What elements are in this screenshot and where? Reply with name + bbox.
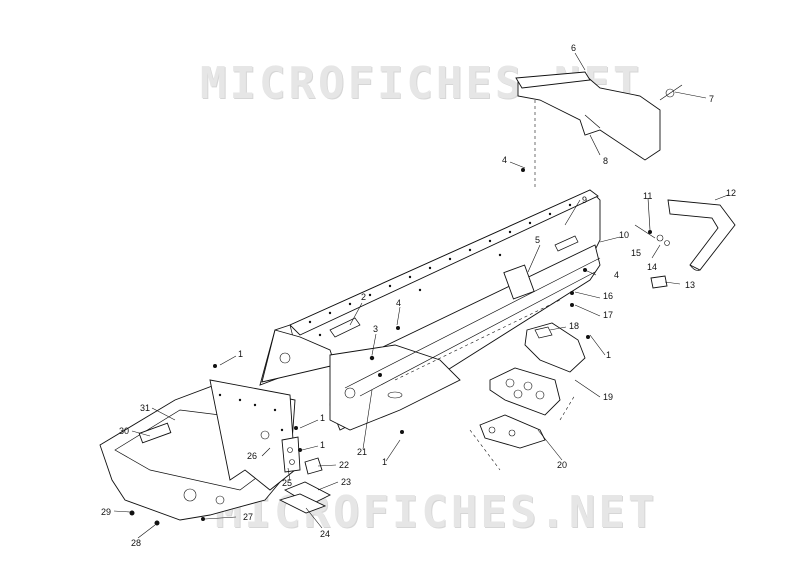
callout-12: 12: [726, 188, 736, 198]
callout-1: 1: [238, 349, 243, 359]
front-bulkhead-assembly: [99, 379, 331, 521]
callout-1: 1: [382, 457, 387, 467]
callout-8: 8: [603, 156, 608, 166]
tunnel-top-edge: [289, 189, 599, 336]
tunnel-slot-left: [329, 317, 361, 338]
callout-13: 13: [685, 280, 695, 290]
tunnel-bracket: [503, 264, 535, 300]
callout-17: 17: [603, 310, 613, 320]
bumper-cap: [650, 275, 668, 289]
tunnel-assembly: [259, 189, 601, 431]
callout-22: 22: [339, 460, 349, 470]
callout-1: 1: [320, 413, 325, 423]
front-bulkhead: [209, 379, 296, 491]
pan-slot: [138, 422, 172, 444]
callout-5: 5: [535, 235, 540, 245]
callout-30: 30: [119, 426, 129, 436]
rear-bracket-group: [469, 322, 586, 471]
bracket-19: [489, 367, 561, 416]
callout-31: 31: [140, 403, 150, 413]
rear-cross-plate: [329, 344, 461, 431]
callout-7: 7: [709, 94, 714, 104]
rear-flap: [517, 74, 661, 161]
watermark-bottom: MICROFICHES.NET: [215, 487, 658, 538]
callout-6: 6: [571, 43, 576, 53]
callout-labels: 1 1 1 1 1 2 3 4 4 4 5 6 7 8 9 10 11 12 1…: [101, 43, 736, 548]
callout-10: 10: [619, 230, 629, 240]
callout-11: 11: [643, 191, 652, 201]
tunnel-front-bulkhead: [261, 329, 336, 383]
callout-21: 21: [357, 447, 367, 457]
hardware: [129, 168, 652, 526]
callout-20: 20: [557, 460, 567, 470]
bushing-22: [304, 457, 323, 475]
callout-25: 25: [282, 478, 292, 488]
callout-4: 4: [502, 155, 507, 165]
callout-4: 4: [614, 270, 619, 280]
callout-9: 9: [582, 195, 587, 205]
callout-14: 14: [647, 262, 657, 272]
callout-24: 24: [320, 529, 330, 539]
callout-16: 16: [603, 291, 613, 301]
steering-plate: [281, 436, 301, 473]
plate-24: [278, 493, 327, 514]
callout-26: 26: [247, 451, 257, 461]
callout-2: 2: [361, 292, 366, 302]
callout-4: 4: [396, 298, 401, 308]
rear-bumper: [650, 199, 736, 289]
callout-1: 1: [320, 440, 325, 450]
bracket-18: [524, 322, 586, 373]
callout-19: 19: [603, 392, 613, 402]
callout-28: 28: [131, 538, 141, 548]
callout-3: 3: [373, 324, 378, 334]
callout-23: 23: [341, 477, 351, 487]
rear-flap-assembly: [515, 71, 683, 190]
leader-lines: [113, 52, 729, 539]
callout-29: 29: [101, 507, 111, 517]
tunnel-slot-right: [554, 235, 579, 252]
flap-bracket: [515, 71, 591, 89]
callout-27: 27: [243, 512, 253, 522]
callout-18: 18: [569, 321, 579, 331]
callout-1: 1: [606, 350, 611, 360]
callout-15: 15: [631, 248, 641, 258]
